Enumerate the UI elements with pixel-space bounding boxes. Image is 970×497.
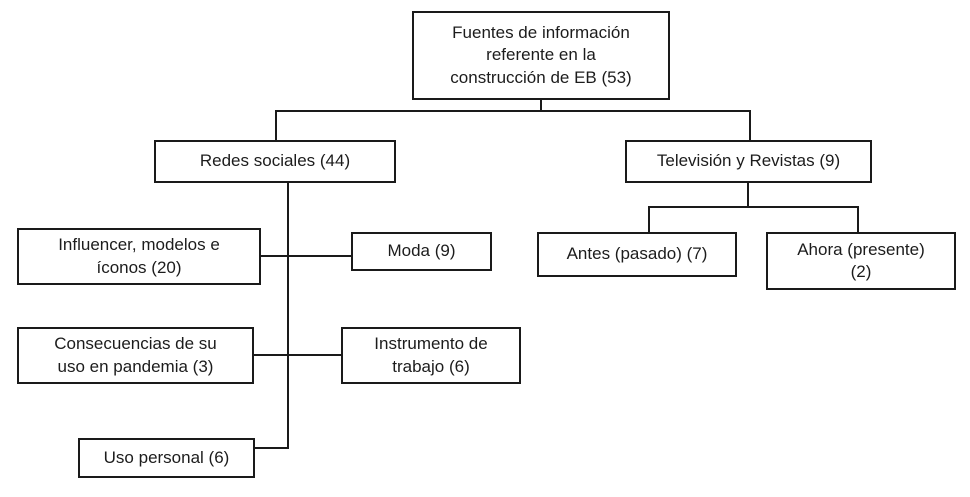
connector-root-bar bbox=[275, 110, 751, 112]
connector-television-to-ahora bbox=[857, 206, 859, 233]
connector-redes-to-instrumento bbox=[287, 354, 342, 356]
node-redes-sociales[interactable]: Redes sociales (44) bbox=[154, 140, 396, 183]
connector-redes-to-uso-personal bbox=[254, 447, 289, 449]
connector-television-to-antes bbox=[648, 206, 650, 233]
node-antes-pasado[interactable]: Antes (pasado) (7) bbox=[537, 232, 737, 277]
node-instrumento-trabajo[interactable]: Instrumento de trabajo (6) bbox=[341, 327, 521, 384]
node-moda[interactable]: Moda (9) bbox=[351, 232, 492, 271]
connector-redes-spine bbox=[287, 182, 289, 449]
connector-redes-to-consecuencias bbox=[254, 354, 288, 356]
node-ahora-presente[interactable]: Ahora (presente) (2) bbox=[766, 232, 956, 290]
node-influencer[interactable]: Influencer, modelos e íconos (20) bbox=[17, 228, 261, 285]
connector-root-to-television bbox=[749, 110, 751, 141]
connector-television-bar bbox=[648, 206, 859, 208]
connector-root-stem bbox=[540, 100, 542, 111]
node-consecuencias-pandemia[interactable]: Consecuencias de su uso en pandemia (3) bbox=[17, 327, 254, 384]
connector-redes-to-influencer bbox=[261, 255, 288, 257]
connector-redes-to-moda bbox=[287, 255, 352, 257]
node-television-revistas[interactable]: Televisión y Revistas (9) bbox=[625, 140, 872, 183]
node-uso-personal[interactable]: Uso personal (6) bbox=[78, 438, 255, 478]
node-root[interactable]: Fuentes de información referente en la c… bbox=[412, 11, 670, 100]
connector-root-to-redes bbox=[275, 110, 277, 141]
connector-television-stem bbox=[747, 182, 749, 208]
